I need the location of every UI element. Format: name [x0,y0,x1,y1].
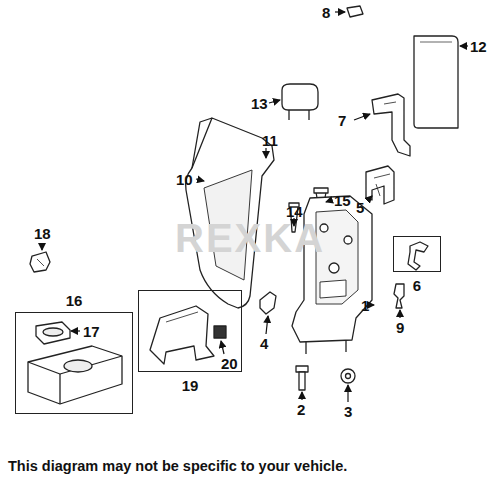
callout-number: 10 [176,172,193,187]
callout-number: 15 [334,193,351,208]
callout-number: 18 [34,226,51,241]
callout-number: 12 [470,39,487,54]
callout-number: 3 [344,404,352,419]
watermark: REXKA [175,218,325,258]
callout-number: 9 [396,320,404,335]
callout-number: 6 [394,278,440,293]
callout-number: 14 [286,204,303,219]
callout-number: 2 [297,402,305,417]
callout-number: 19 [139,378,241,393]
group-box: 16 [15,312,133,414]
callout-number: 13 [251,96,268,111]
callout-number: 17 [83,324,100,339]
callout-number: 20 [221,356,238,371]
callout-number: 5 [356,200,364,215]
group-box: 6 [393,236,441,272]
callout-number: 7 [338,113,346,128]
callout-number: 16 [16,293,132,308]
caption: This diagram may not be specific to your… [8,458,347,474]
callout-number: 1 [361,298,369,313]
callout-number: 4 [260,336,268,351]
callout-number: 11 [262,133,278,148]
callout-number: 8 [322,5,330,20]
